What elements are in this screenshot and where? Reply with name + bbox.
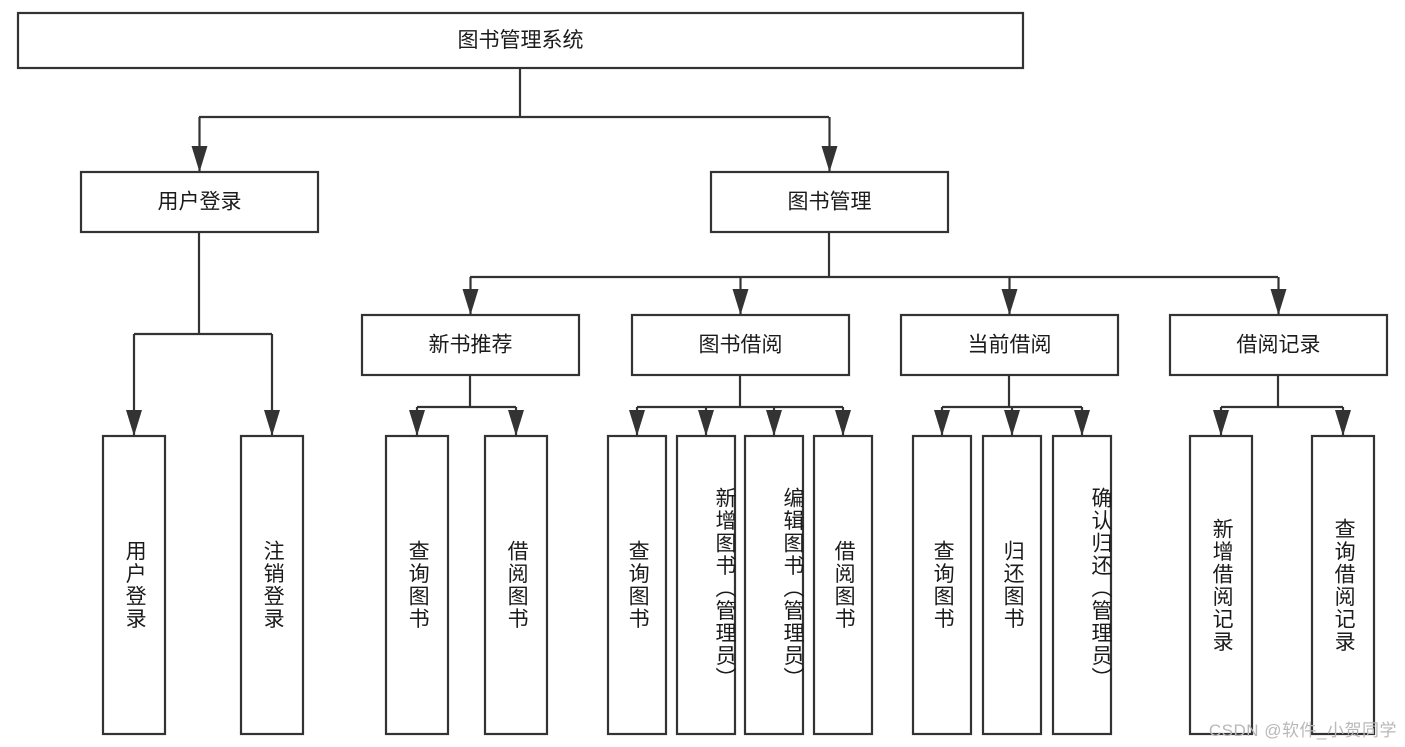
node-current-borrow-label: 当前借阅 — [968, 334, 1052, 357]
arrow-head-icon — [766, 410, 782, 436]
arrow-head-icon — [1004, 410, 1020, 436]
node-root-label: 图书管理系统 — [458, 29, 584, 52]
arrow-head-icon — [732, 289, 749, 315]
box-layer — [16, 11, 1389, 736]
node-book-borrow-label: 图书借阅 — [699, 334, 783, 357]
arrow-head-icon — [462, 289, 479, 315]
arrow-head-icon — [698, 410, 714, 436]
node-current-borrow[interactable] — [899, 313, 1120, 377]
arrow-head-icon — [934, 410, 950, 436]
node-book-manage[interactable] — [709, 170, 950, 234]
node-new-book-rec-label: 新书推荐 — [429, 334, 513, 357]
watermark-text: CSDN @软件_小贺同学 — [1208, 721, 1397, 740]
arrow-head-icon — [1074, 410, 1090, 436]
arrow-head-icon — [1270, 289, 1287, 315]
node-borrow-record-label: 借阅记录 — [1237, 334, 1321, 357]
node-leaf-logout[interactable] — [239, 434, 305, 736]
node-leaf-add-book[interactable] — [675, 434, 737, 736]
arrow-head-icon — [264, 410, 280, 436]
arrow-head-icon — [835, 410, 851, 436]
node-leaf-query-book-cb[interactable] — [911, 434, 973, 736]
arrow-head-icon — [1001, 289, 1018, 315]
node-leaf-return-book[interactable] — [981, 434, 1043, 736]
node-book-manage-label: 图书管理 — [788, 191, 872, 214]
node-new-book-rec[interactable] — [360, 313, 581, 377]
arrow-head-icon — [1335, 410, 1351, 436]
node-leaf-query-book-bb[interactable] — [606, 434, 668, 736]
node-leaf-query-record[interactable] — [1310, 434, 1376, 736]
arrow-head-icon — [629, 410, 645, 436]
node-root[interactable] — [16, 11, 1025, 70]
node-leaf-borrow-book-bb[interactable] — [812, 434, 874, 736]
node-book-borrow[interactable] — [630, 313, 851, 377]
arrow-head-icon — [126, 410, 142, 436]
node-leaf-user-login[interactable] — [101, 434, 167, 736]
connector-layer — [126, 68, 1351, 436]
node-leaf-add-record[interactable] — [1188, 434, 1254, 736]
node-leaf-borrow-book-rec[interactable] — [483, 434, 549, 736]
node-user-login-label: 用户登录 — [158, 191, 242, 214]
node-leaf-edit-book[interactable] — [743, 434, 805, 736]
arrow-head-icon — [191, 146, 208, 172]
node-leaf-query-book-rec[interactable] — [384, 434, 450, 736]
node-borrow-record[interactable] — [1168, 313, 1389, 377]
arrow-head-icon — [508, 410, 524, 436]
node-user-login[interactable] — [79, 170, 320, 234]
arrow-head-icon — [409, 410, 425, 436]
arrow-head-icon — [821, 146, 838, 172]
arrow-head-icon — [1213, 410, 1229, 436]
node-leaf-confirm-return[interactable] — [1051, 434, 1113, 736]
